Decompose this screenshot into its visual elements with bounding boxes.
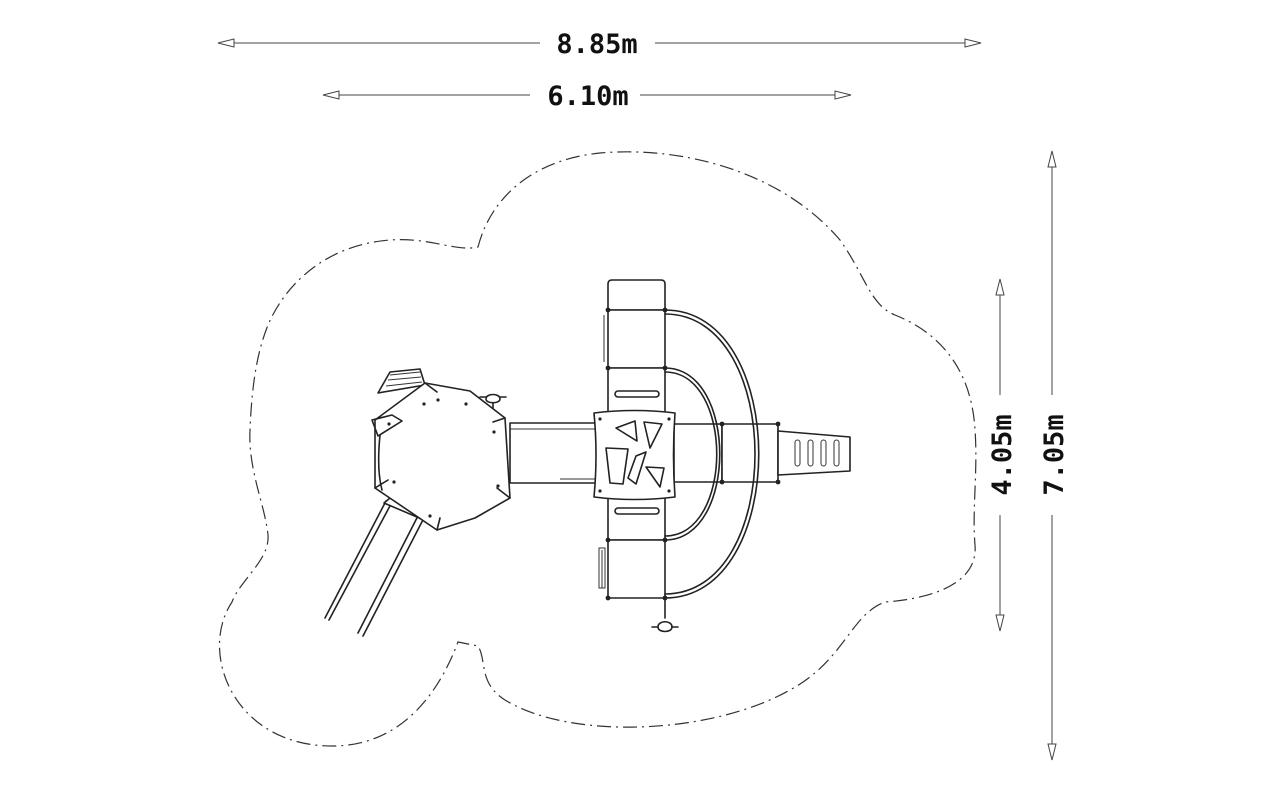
tower-spinner: [479, 393, 507, 409]
dimension-structure-depth: 4.05m: [987, 278, 1018, 632]
walkway-spinner: [651, 597, 679, 633]
slide: [324, 497, 429, 637]
octagon-tower: [371, 382, 511, 531]
overall-depth-label: 7.05m: [1039, 414, 1070, 495]
central-climbing-deck: [593, 409, 676, 501]
tower-ladder: [377, 368, 426, 394]
safety-zone-outline: [218, 151, 977, 747]
curved-handrails: [664, 309, 760, 599]
dimension-structure-width: 6.10m: [322, 81, 852, 112]
vertical-walkway: [598, 279, 668, 601]
connecting-bridge: [509, 422, 599, 484]
horizontal-walkway: [673, 421, 781, 485]
dimension-overall-depth: 7.05m: [1039, 150, 1070, 761]
climbing-ramp: [777, 430, 851, 476]
structure-width-label: 6.10m: [547, 81, 628, 112]
structure-depth-label: 4.05m: [987, 414, 1018, 495]
dimension-overall-width: 8.85m: [217, 29, 982, 60]
overall-width-label: 8.85m: [556, 29, 637, 60]
